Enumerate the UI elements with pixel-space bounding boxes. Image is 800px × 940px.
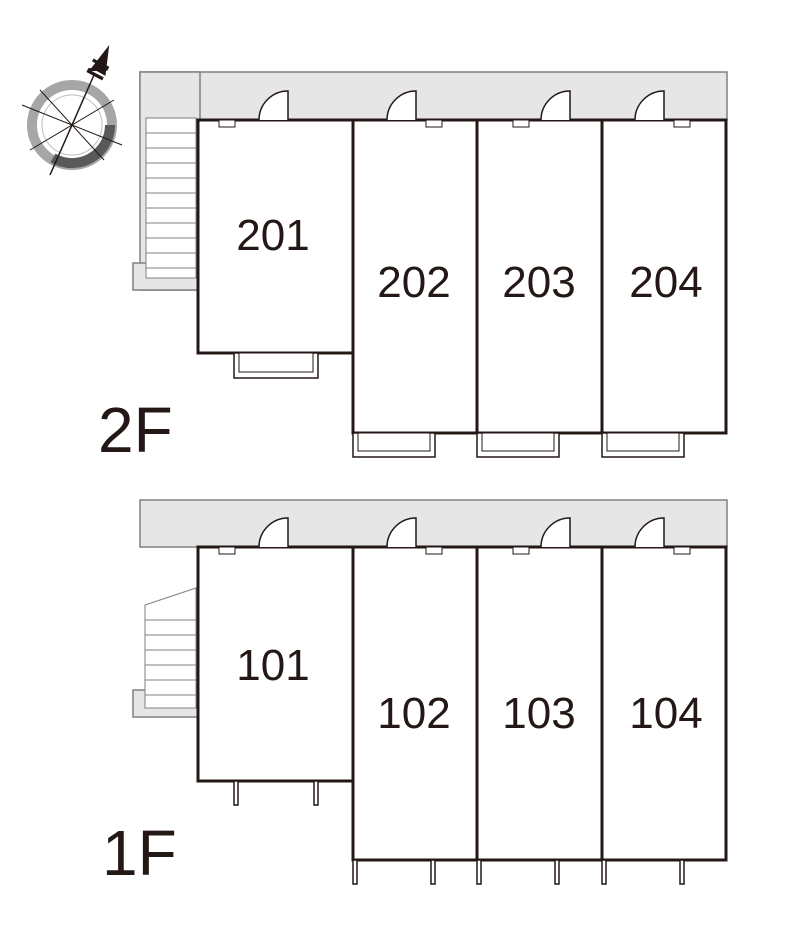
unit-label-101: 101 — [236, 641, 309, 690]
floor-label-2f: 2F — [98, 394, 173, 466]
unit-label-202: 202 — [377, 258, 450, 307]
balconies-2f — [233, 352, 685, 458]
terrace-posts-1f — [233, 780, 685, 885]
unit-label-203: 203 — [502, 258, 575, 307]
staircase-2f — [145, 117, 197, 279]
meters-1f — [218, 546, 691, 555]
corridor-1f — [139, 499, 728, 548]
doors-2f — [258, 90, 665, 121]
unit-203 — [475, 118, 604, 435]
floor-2f: 201 202 203 204 2F — [98, 71, 728, 466]
unit-104 — [600, 545, 728, 862]
unit-label-204: 204 — [629, 258, 702, 307]
meters-2f — [218, 119, 691, 128]
unit-label-201: 201 — [236, 211, 309, 260]
unit-label-102: 102 — [377, 689, 450, 738]
unit-label-104: 104 — [629, 689, 702, 738]
floor-1f: 101 102 103 104 1F — [102, 499, 728, 889]
unit-label-103: 103 — [502, 689, 575, 738]
doors-1f — [258, 517, 665, 548]
unit-102 — [351, 545, 479, 862]
floor-label-1f: 1F — [102, 817, 177, 889]
staircase-1f — [144, 587, 197, 709]
compass-north-letter: N — [80, 54, 115, 85]
compass-rose-icon: N — [21, 45, 123, 176]
